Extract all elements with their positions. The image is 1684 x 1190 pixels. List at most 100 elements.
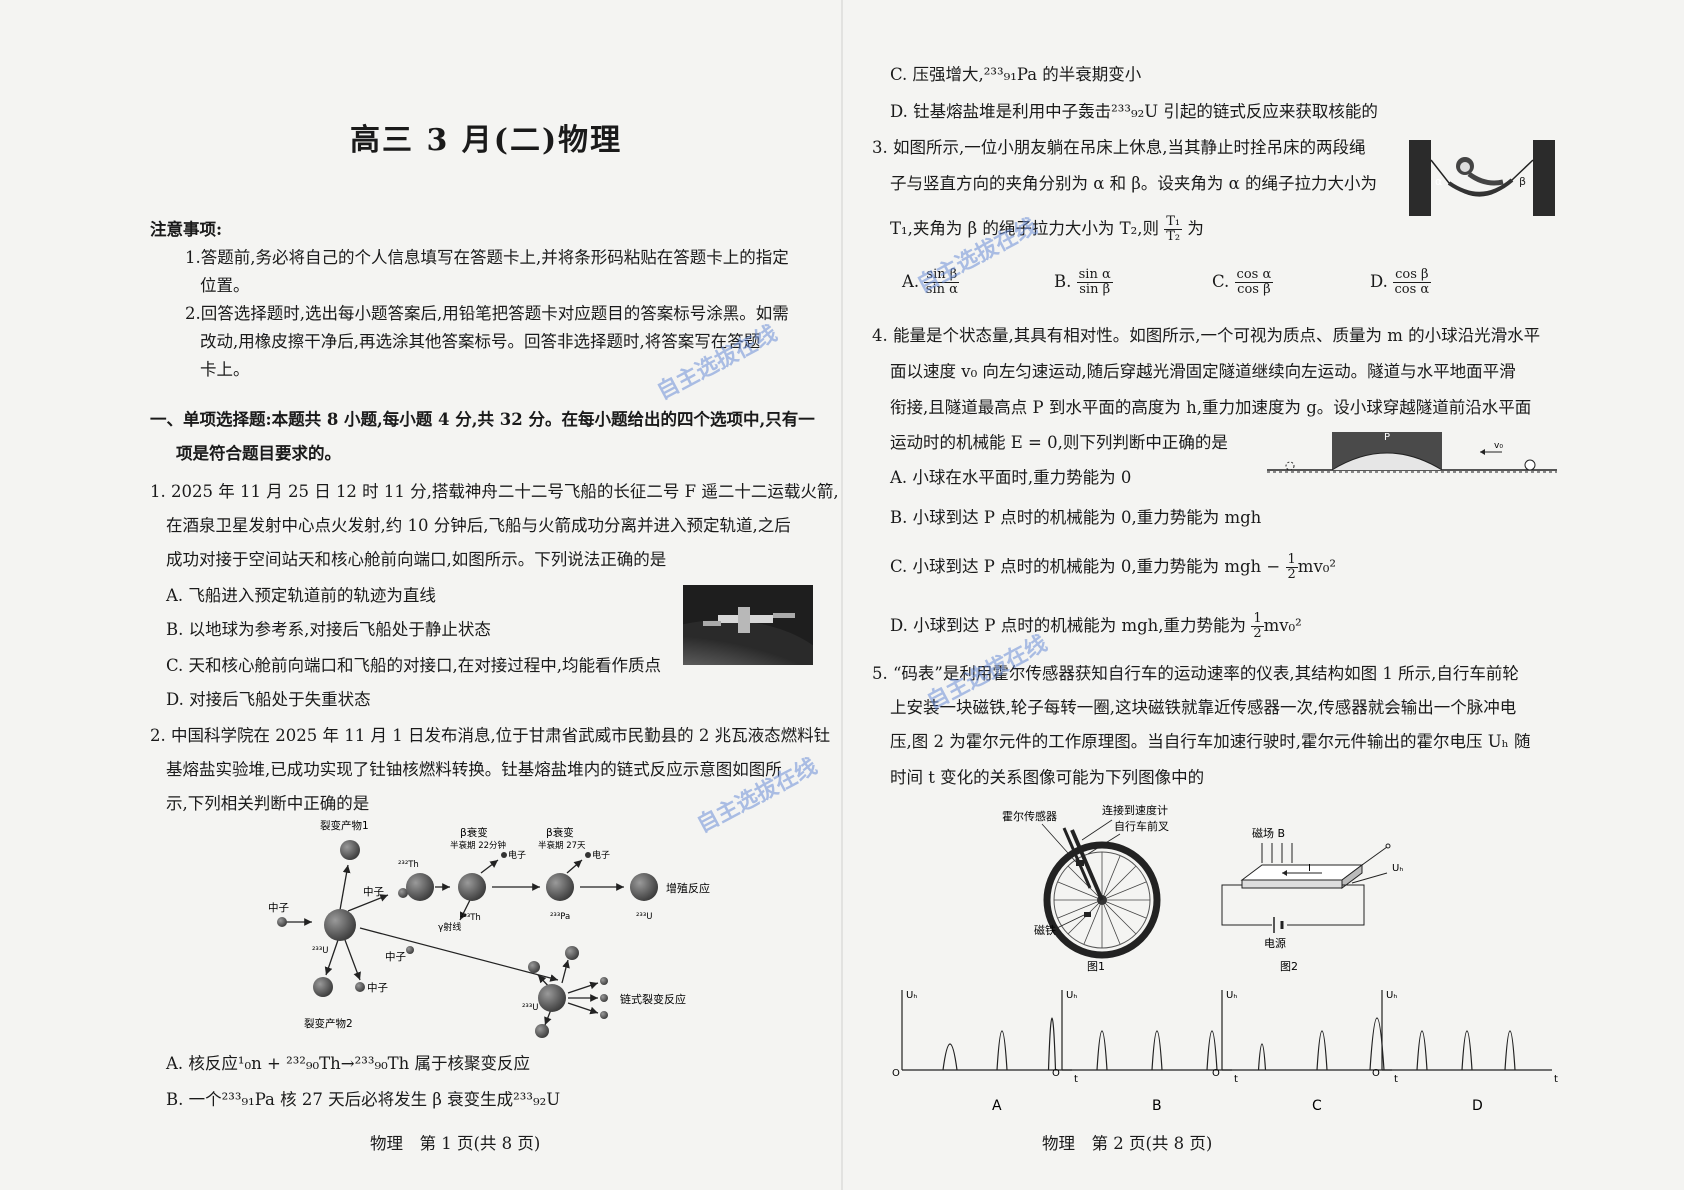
q3-stem-2: 子与竖直方向的夹角分别为 α 和 β。设夹角为 α 的绳子拉力大小为	[890, 174, 1378, 193]
label-beta-2: β衰变	[546, 826, 574, 839]
bicycle-wheel-figure: 霍尔传感器 连接到速度计 自行车前叉 磁铁 图1	[1002, 803, 1169, 973]
q4-option-d-term: mv₀²	[1263, 616, 1302, 635]
pulse	[1316, 1030, 1328, 1071]
q3-option-c-den: cos β	[1237, 282, 1271, 297]
graph-origin: O	[1212, 1068, 1220, 1079]
label-chain: 链式裂变反应	[620, 992, 686, 1006]
fig2-caption: 图2	[1280, 960, 1298, 973]
q1-option-c: C. 天和核心舱前向端口和飞船的对接口,在对接过程中,均能看作质点	[166, 656, 662, 675]
tunnel-figure: P v₀	[1267, 432, 1557, 473]
q4-option-c-den: 2	[1287, 567, 1296, 582]
q5-stem: 5. “码表”是利用霍尔传感器获知自行车的运动速率的仪表,其结构如图 1 所示,…	[872, 664, 1519, 683]
hammock-alpha: α	[1435, 175, 1442, 188]
q4-stem-3: 衔接,且隧道最高点 P 到水平面的高度为 h,重力加速度为 g。设小球穿越隧道前…	[890, 398, 1532, 417]
q3-option-a-num: sin β	[924, 267, 960, 283]
q1-stem-2: 在酒泉卫星发射中心点火发射,约 10 分钟后,飞船与火箭成功分离并进入预定轨道,…	[166, 516, 791, 535]
fig1-hall-sensor: 霍尔传感器	[1002, 810, 1057, 823]
label-th232: ²³²Th	[398, 860, 419, 870]
fig1-magnet: 磁铁	[1034, 924, 1056, 937]
label-fission1: 裂变产物1	[320, 819, 369, 832]
notice-2: 2.回答选择题时,选出每小题答案后,用铅笔把答题卡对应题目的答案标号涂黑。如需	[185, 304, 789, 323]
q3-ratio-num: T₁	[1164, 214, 1183, 230]
q4-option-b: B. 小球到达 P 点时的机械能为 0,重力势能为 mgh	[890, 508, 1262, 527]
graph-axis-t: t	[1234, 1074, 1238, 1085]
q2-stem: 2. 中国科学院在 2025 年 11 月 1 日发布消息,位于甘肃省武威市民勤…	[150, 726, 831, 745]
hall-element-figure: 磁场 B I Uₕ 电源 图2	[1221, 826, 1403, 973]
q2-option-c: C. 压强增大,²³³₉₁Pa 的半衰期变小	[890, 65, 1142, 84]
fig2-source: 电源	[1264, 936, 1286, 950]
pulse	[1206, 1030, 1218, 1071]
label-u233-c: ²³³U	[522, 1003, 538, 1013]
q3-option-a-den: sin α	[925, 282, 958, 297]
pulse	[1416, 1030, 1428, 1071]
q3-option-a-label: A.	[902, 272, 920, 291]
label-neutron-th: 中子	[363, 885, 384, 898]
notice-heading: 注意事项:	[150, 220, 223, 239]
tunnel-velocity: v₀	[1494, 441, 1503, 451]
graph-origin: O	[1372, 1068, 1380, 1079]
pulse	[1096, 1030, 1108, 1071]
q3-stem: 3. 如图所示,一位小朋友躺在吊床上休息,当其静止时拴吊床的两段绳	[872, 138, 1366, 157]
label-gamma: γ射线	[438, 921, 461, 933]
q3-stem-3-end: 为	[1187, 219, 1204, 238]
q4-option-d-den: 2	[1253, 626, 1262, 641]
fig1-fork: 自行车前叉	[1114, 819, 1169, 833]
page-fold	[841, 0, 843, 1190]
section-heading: 一、单项选择题:本题共 8 小题,每小题 4 分,共 32 分。在每小题给出的四…	[150, 410, 815, 429]
q5-stem-3: 压,图 2 为霍尔元件的工作原理图。当自行车加速行驶时,霍尔元件输出的霍尔电压 …	[890, 732, 1531, 751]
pulse	[1047, 1017, 1057, 1071]
hammock-figure: α β	[1409, 140, 1555, 216]
fig2-uh: Uₕ	[1392, 863, 1403, 874]
graph-origin: O	[892, 1068, 900, 1079]
graph-axes	[901, 990, 1072, 1071]
q1-stem: 1. 2025 年 11 月 25 日 12 时 11 分,搭载神舟二十二号飞船…	[150, 482, 839, 501]
fig1-connect: 连接到速度计	[1102, 803, 1168, 817]
page-footer-1: 物理 第 1 页(共 8 页)	[370, 1134, 541, 1153]
q5-stem-2: 上安装一块磁铁,轮子每转一圈,这块磁铁就靠近传感器一次,传感器就会输出一个脉冲电	[890, 698, 1517, 717]
q4-option-c-text: C. 小球到达 P 点时的机械能为 0,重力势能为 mgh −	[890, 557, 1281, 576]
q3-option-d-num: cos β	[1393, 267, 1431, 283]
label-electron-1: 电子	[508, 849, 526, 861]
pulse	[1151, 1030, 1163, 1071]
pulse	[942, 1043, 958, 1071]
pulse	[1257, 1043, 1267, 1071]
graph-axis-u: Uₕ	[1386, 990, 1397, 1001]
label-u233-b: ²³³U	[636, 912, 652, 922]
graph-label: C	[1312, 1098, 1322, 1114]
graph-label: A	[992, 1098, 1002, 1114]
graph-axis-t: t	[1394, 1074, 1398, 1085]
hammock-beta: β	[1519, 175, 1526, 188]
page-title: 高三 3 月(二)物理	[350, 123, 623, 158]
graph-axes	[1061, 990, 1232, 1071]
q3-option-c-label: C.	[1212, 272, 1230, 291]
page-2: C. 压强增大,²³³₉₁Pa 的半衰期变小 D. 钍基熔盐堆是利用中子轰击²³…	[842, 0, 1684, 1190]
q1-stem-3: 成功对接于空间站天和核心舱前向端口,如图所示。下列说法正确的是	[166, 550, 667, 569]
page-1: 高三 3 月(二)物理 注意事项: 1.答题前,务必将自己的个人信息填写在答题卡…	[150, 123, 839, 1153]
q3-option-b-den: sin β	[1079, 282, 1111, 297]
page-footer-2: 物理 第 2 页(共 8 页)	[1042, 1134, 1213, 1153]
q2-stem-2: 基熔盐实验堆,已成功实现了钍铀核燃料转换。钍基熔盐堆内的链式反应示意图如图所	[166, 760, 782, 779]
label-breeding: 增殖反应	[666, 881, 710, 895]
label-th233: ²³³Th	[460, 913, 481, 923]
pulse	[1504, 1030, 1516, 1071]
q2-option-a: A. 核反应¹₀n + ²³²₉₀Th→²³³₉₀Th 属于核聚变反应	[166, 1054, 531, 1073]
label-neutron-down: 中子	[367, 981, 388, 994]
label-pa233: ²³³Pa	[550, 912, 570, 922]
q4-stem-4: 运动时的机械能 E = 0,则下列判断中正确的是	[890, 433, 1228, 452]
label-neutron-in: 中子	[268, 901, 289, 914]
graph-axis-u: Uₕ	[1066, 990, 1077, 1001]
chain-reaction-diagram: 裂变产物1 裂变产物2 中子 中子 中子 中子 β衰变 半衰期 22分钟 β衰变…	[268, 819, 710, 1038]
pulse-graph-c: Uₕ t O C	[1212, 990, 1398, 1114]
